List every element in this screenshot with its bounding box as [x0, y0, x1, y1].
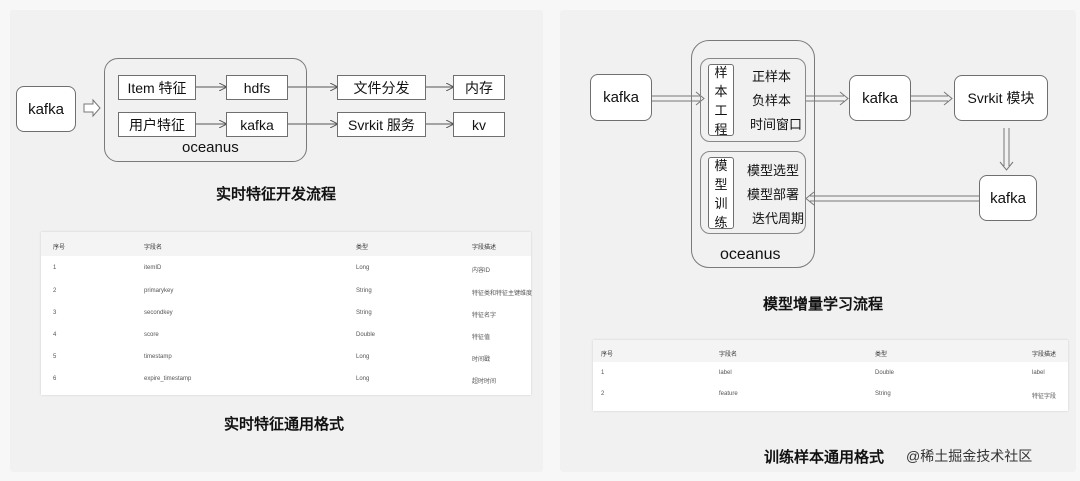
sample-engineering-vbox: [708, 64, 734, 136]
table-cell: label: [719, 370, 732, 376]
model-training-box: [700, 151, 806, 234]
table-cell: primarykey: [144, 288, 174, 294]
table-cell: label: [1032, 370, 1045, 376]
oceanus-label-left: oceanus: [182, 139, 239, 156]
table-header-cell: 字段名: [719, 352, 738, 358]
table-cell: String: [875, 391, 891, 397]
model-select-label: 模型选型: [747, 163, 800, 178]
kafka-out-box: kafka: [979, 175, 1037, 221]
kafka-in-box: kafka: [590, 74, 652, 121]
kv-box: kv: [453, 112, 505, 137]
file-dist-box: 文件分发: [337, 75, 426, 100]
table-cell: 2: [601, 391, 605, 397]
table-cell: String: [356, 288, 372, 294]
hdfs-label: hdfs: [243, 79, 271, 96]
table-header-cell: 字段名: [144, 245, 163, 251]
oceanus-group-left: [104, 58, 307, 162]
kafka-mid-right-box: kafka: [849, 75, 911, 121]
table-cell: String: [356, 310, 372, 316]
oceanus-group-right: [691, 40, 815, 268]
table-cell: feature: [719, 391, 738, 397]
table-cell: Long: [356, 376, 370, 382]
double-arrow-kafka-to-sample: [652, 91, 705, 106]
table-cell: 时间戳: [472, 357, 491, 363]
iter-period-label: 迭代周期: [752, 211, 805, 226]
time-window-label: 时间窗口: [750, 117, 803, 132]
kv-label: kv: [472, 116, 486, 133]
item-feature-box: Item 特征: [118, 75, 196, 100]
table-cell: Double: [356, 332, 376, 338]
table-cell: 1: [53, 265, 57, 271]
user-feature-label: 用户特征: [129, 116, 185, 133]
left-flow-title: 实时特征开发流程: [216, 186, 337, 203]
svrkit-service-label: Svrkit 服务: [348, 116, 415, 133]
table-cell: Double: [875, 370, 895, 376]
table-header-cell: 序号: [601, 352, 614, 358]
table-cell: 特征字段: [1032, 394, 1057, 400]
table-cell: expire_timestamp: [144, 376, 192, 382]
file-dist-label: 文件分发: [353, 79, 410, 96]
double-arrow-kafka-to-training: [805, 191, 980, 206]
pos-sample-label: 正样本: [752, 69, 792, 84]
table-cell: Long: [356, 265, 370, 271]
item-feature-label: Item 特征: [127, 79, 187, 96]
table-cell: 2: [53, 288, 57, 294]
table-cell: secondkey: [144, 310, 173, 316]
table-cell: 1: [601, 370, 605, 376]
table-header-cell: 字段描述: [472, 245, 497, 251]
memory-label: 内存: [465, 79, 493, 96]
sample-engineering-box: [700, 58, 806, 142]
table-header-cell: 类型: [356, 245, 369, 251]
kafka-source-label: kafka: [28, 100, 64, 118]
kafka-mid-right-label: kafka: [862, 89, 898, 107]
table-header-cell: 类型: [875, 352, 888, 358]
table-cell: 3: [53, 310, 57, 316]
sample-engineering-label: 样本工程: [714, 65, 728, 137]
table-header-row: [593, 340, 1068, 362]
svrkit-module-label: Svrkit 模块: [967, 90, 1035, 106]
svrkit-module-box: Svrkit 模块: [954, 75, 1048, 121]
table-cell: Long: [356, 354, 370, 360]
table-cell: 超时时间: [472, 379, 497, 385]
table-header-row: [41, 232, 531, 256]
double-arrow-sample-to-kafka: [806, 91, 849, 106]
kafka-mid-label: kafka: [240, 116, 274, 133]
table-cell: 特征名字: [472, 313, 497, 319]
kafka-mid-box: kafka: [226, 112, 288, 137]
table-cell: score: [144, 332, 159, 338]
table-header-cell: 字段描述: [1032, 352, 1057, 358]
table-cell: 内容ID: [472, 268, 491, 274]
watermark: @稀土掘金技术社区: [906, 448, 1033, 464]
table-cell: 6: [53, 376, 57, 382]
double-arrow-kafka-to-svrkit: [911, 91, 953, 106]
table-cell: 特征类和特征主键维度: [472, 291, 533, 297]
left-table-title: 实时特征通用格式: [224, 416, 345, 433]
table-header-cell: 序号: [53, 245, 66, 251]
right-table-title: 训练样本通用格式: [764, 449, 885, 466]
hollow-arrow-kafka-to-group: [83, 98, 101, 118]
svrkit-service-box: Svrkit 服务: [337, 112, 426, 137]
oceanus-label-right: oceanus: [720, 246, 781, 263]
table-cell: 特征值: [472, 335, 491, 341]
neg-sample-label: 负样本: [752, 93, 792, 108]
table-cell: 4: [53, 332, 57, 338]
memory-box: 内存: [453, 75, 505, 100]
table-cell: itemID: [144, 265, 162, 271]
kafka-out-label: kafka: [990, 189, 1026, 207]
user-feature-box: 用户特征: [118, 112, 196, 137]
model-deploy-label: 模型部署: [747, 187, 800, 202]
kafka-source-box: kafka: [16, 86, 76, 132]
realtime-feature-table: 序号 字段名 类型 字段描述 1 itemID Long 内容ID 2 prim…: [41, 232, 533, 395]
table-cell: timestamp: [144, 354, 172, 360]
kafka-in-label: kafka: [603, 89, 639, 106]
hdfs-box: hdfs: [226, 75, 288, 100]
model-training-label: 模型训练: [714, 158, 728, 230]
right-flow-title: 模型增量学习流程: [763, 296, 884, 313]
model-training-vbox: [708, 157, 734, 229]
table-cell: 5: [53, 354, 57, 360]
training-sample-table: 序号 字段名 类型 字段描述 1 label Double label 2 fe…: [593, 340, 1068, 411]
double-arrow-svrkit-to-kafka: [999, 128, 1014, 171]
